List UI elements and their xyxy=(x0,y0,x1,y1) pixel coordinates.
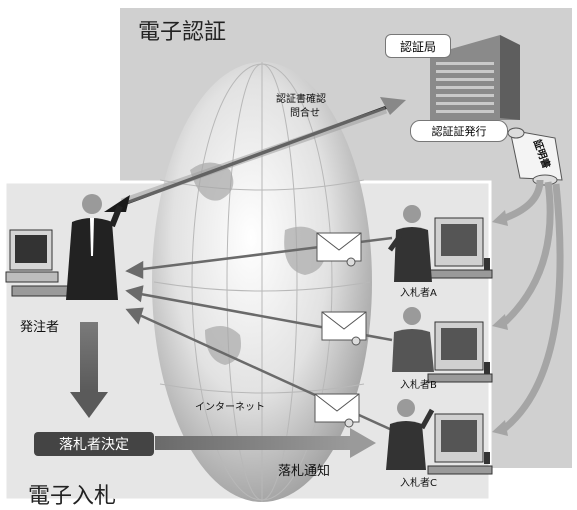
verify-label-line2: 問合せ xyxy=(290,108,320,119)
notify-arrow xyxy=(155,428,376,458)
bidder-c-label: 入札者C xyxy=(400,478,437,489)
verify-arrow xyxy=(104,97,406,212)
person-icon xyxy=(66,194,123,300)
building-icon xyxy=(430,35,520,120)
person-icon xyxy=(386,399,435,470)
auth-panel-title: 電子認証 xyxy=(138,20,227,45)
bid-panel-title: 電子入札 xyxy=(28,484,117,509)
certificate-issue-label: 認証証発行 xyxy=(410,120,508,142)
computer-icon xyxy=(427,217,493,279)
computer-icon xyxy=(5,229,73,297)
verify-label-line1: 認証書確認 xyxy=(276,94,326,105)
cert-arrow-c xyxy=(502,183,564,431)
computer-icon xyxy=(427,413,493,475)
authority-label: 認証局 xyxy=(385,34,451,58)
person-icon xyxy=(392,307,434,372)
cert-arrow-b xyxy=(502,181,554,325)
envelope-icon xyxy=(316,232,362,267)
cert-arrow-a xyxy=(503,179,544,222)
bidder-a-label: 入札者A xyxy=(400,288,437,299)
person-icon xyxy=(387,205,432,282)
bidder-b-label: 入札者B xyxy=(400,380,437,391)
internet-label: インターネット xyxy=(195,402,265,413)
certificate-distribution-arrows xyxy=(502,179,564,431)
envelope-icon xyxy=(314,393,360,428)
notify-label: 落札通知 xyxy=(278,464,331,479)
decision-down-arrow xyxy=(70,322,108,418)
envelope-icon xyxy=(321,311,367,346)
orderer-label: 発注者 xyxy=(20,320,60,335)
computer-icon xyxy=(427,321,493,383)
winner-decision-label: 落札者決定 xyxy=(34,432,154,456)
